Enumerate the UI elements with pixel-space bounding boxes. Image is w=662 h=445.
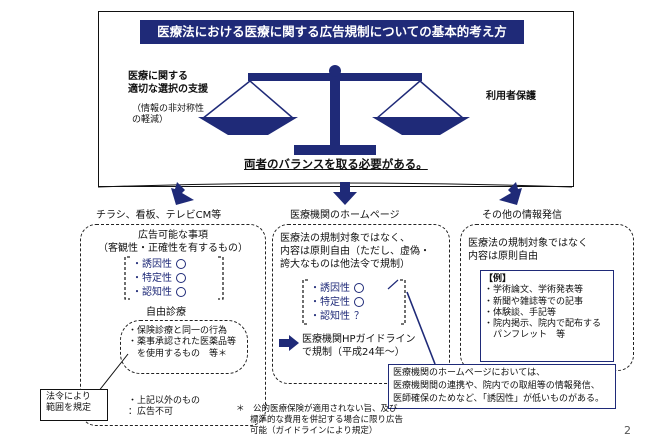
free-treatment-heading: 自由診療 <box>146 307 186 318</box>
question-mark: ？ <box>354 311 364 322</box>
guideline-line-2: で規制（平成24年～） <box>302 347 405 358</box>
center-column-box <box>272 224 450 384</box>
column-title-center: 医療機関のホームページ <box>290 210 400 221</box>
arrow-center-icon <box>333 182 357 205</box>
center-items-bracket <box>302 279 406 325</box>
center-item-specificity: ・特定性 <box>310 297 350 308</box>
free-treatment-box <box>120 320 248 374</box>
center-intro: 医療法の規制対象ではなく、 内容は原則自由（ただし、虚偽・ 誇大なものは他法令で… <box>280 232 430 271</box>
center-line-3: 誇大なものは他法令で規制） <box>280 259 410 270</box>
footnote-line-1: ＊ 公的医療保険が適用されない旨、及び <box>236 404 398 414</box>
example-item: ・学術論文、学術発表等 <box>484 285 584 296</box>
footnote-line-2: 標準的な費用を併記する場合に限り広告 <box>250 415 404 425</box>
circle-icon <box>354 297 364 307</box>
item-specificity: ・特定性 <box>132 273 172 284</box>
left-weight-sublabel: （情報の非対称性 の軽減） <box>132 104 204 127</box>
hp-note-line-1: 医療機関のホームページにおいては、 <box>393 368 546 378</box>
left-column-box <box>80 224 266 426</box>
balance-conclusion: 両者のバランスを取る必要がある。 <box>244 157 428 171</box>
item-recognizability: ・認知性 <box>132 287 172 298</box>
guideline-text: 医療機関HPガイドライン で規制（平成24年～） <box>302 333 416 359</box>
hp-note-line-3: 医師確保のためなど、「誘因性」が低いものがある。 <box>393 394 605 404</box>
other-line-1: ・上記以外のもの <box>128 396 201 406</box>
right-line-1: 医療法の規制対象ではなく <box>468 238 588 249</box>
left-sub-line-2: の軽減） <box>132 115 169 126</box>
items-dashed-bracket <box>124 256 224 300</box>
law-note-line-2: 範囲を規定 <box>46 403 92 414</box>
free-treatment-lines: ・保険診療と同一の行為 ・薬事承認された医薬品等 を使用するもの 等＊ <box>128 326 236 360</box>
other-line-2: ：広告不可 <box>128 407 174 418</box>
center-items: ・誘因性 ・特定性 ・認知性 ？ <box>310 282 364 324</box>
footnote: ＊ 公的医療保険が適用されない旨、及び 標準的な費用を併記する場合に限り広告 可… <box>236 404 403 437</box>
center-item-recognizability: ・認知性 <box>310 311 350 322</box>
hp-note-box: 医療機関のホームページにおいては、 医療機関間の連携や、院内での取組等の情報発信… <box>388 364 616 409</box>
circle-icon <box>354 283 364 293</box>
free-line-1: ・保険診療と同一の行為 <box>128 326 228 336</box>
advertisable-heading-line-2: （客観性・正確性を有するもの） <box>98 243 248 254</box>
example-item: パンフレット 等 <box>484 330 566 341</box>
column-title-right: その他の情報発信 <box>482 210 562 221</box>
footnote-line-3: 可能（ガイドラインにより規定） <box>250 426 378 436</box>
page-title: 医療法における医療に関する広告規制についての基本的考え方 <box>140 20 524 44</box>
right-weight-label: 利用者保護 <box>486 91 536 102</box>
example-item: ・体験談、手記等 <box>484 307 557 318</box>
examples-label: 【例】 <box>484 274 512 284</box>
advertisable-heading-line-1: 広告可能な事項 <box>138 230 208 241</box>
hp-note-line-2: 医療機関間の連携や、院内での取組等の情報発信、 <box>393 381 600 391</box>
left-sub-line-1: （情報の非対称性 <box>132 104 205 114</box>
arrow-right-icon <box>499 182 522 205</box>
free-line-2: ・薬事承認された医薬品等 <box>128 337 237 348</box>
law-note-text: 法令により 範囲を規定 <box>46 392 91 415</box>
center-item-inducement: ・誘因性 <box>310 283 350 294</box>
right-intro: 医療法の規制対象ではなく 内容は原則自由 <box>468 237 588 263</box>
examples-list: 【例】 ・学術論文、学術発表等 ・新聞や雑誌等での記事 ・体験談、手記等 ・院内… <box>484 274 601 342</box>
guideline-arrow-icon <box>279 335 299 351</box>
left-label-line-2: 適切な選択の支援 <box>128 84 208 95</box>
advertisable-heading: 広告可能な事項 （客観性・正確性を有するもの） <box>88 229 258 255</box>
guideline-line-1: 医療機関HPガイドライン <box>302 334 416 345</box>
example-item: ・院内掲示、院内で配布する <box>484 319 602 329</box>
circle-icon <box>176 287 186 297</box>
flow-arrows <box>171 182 522 205</box>
page-number: 2 <box>624 424 631 437</box>
right-line-2: 内容は原則自由 <box>468 251 538 262</box>
left-label-line-1: 医療に関する <box>128 71 188 82</box>
law-note-box <box>40 389 108 421</box>
circle-icon <box>176 259 186 269</box>
column-title-left: チラシ、看板、テレビCM等 <box>96 210 222 221</box>
arrow-left-icon <box>171 182 194 205</box>
example-item: ・新聞や雑誌等での記事 <box>484 296 584 307</box>
free-line-3: を使用するもの 等＊ <box>128 348 228 359</box>
hp-note-connector <box>406 291 436 365</box>
law-note-line-1: 法令により <box>46 392 91 402</box>
law-note-connector <box>97 353 129 393</box>
item-inducement: ・誘因性 <box>132 259 172 270</box>
center-line-2: 内容は原則自由（ただし、虚偽・ <box>280 246 430 257</box>
balance-scale-icon <box>98 65 573 188</box>
circle-icon <box>176 273 186 283</box>
other-free-lines: ・上記以外のもの ：広告不可 <box>128 396 200 419</box>
examples-box <box>480 270 614 362</box>
left-items: ・誘因性 ・特定性 ・認知性 <box>132 258 186 300</box>
center-line-1: 医療法の規制対象ではなく、 <box>280 233 410 244</box>
left-weight-label: 医療に関する 適切な選択の支援 <box>128 70 248 96</box>
